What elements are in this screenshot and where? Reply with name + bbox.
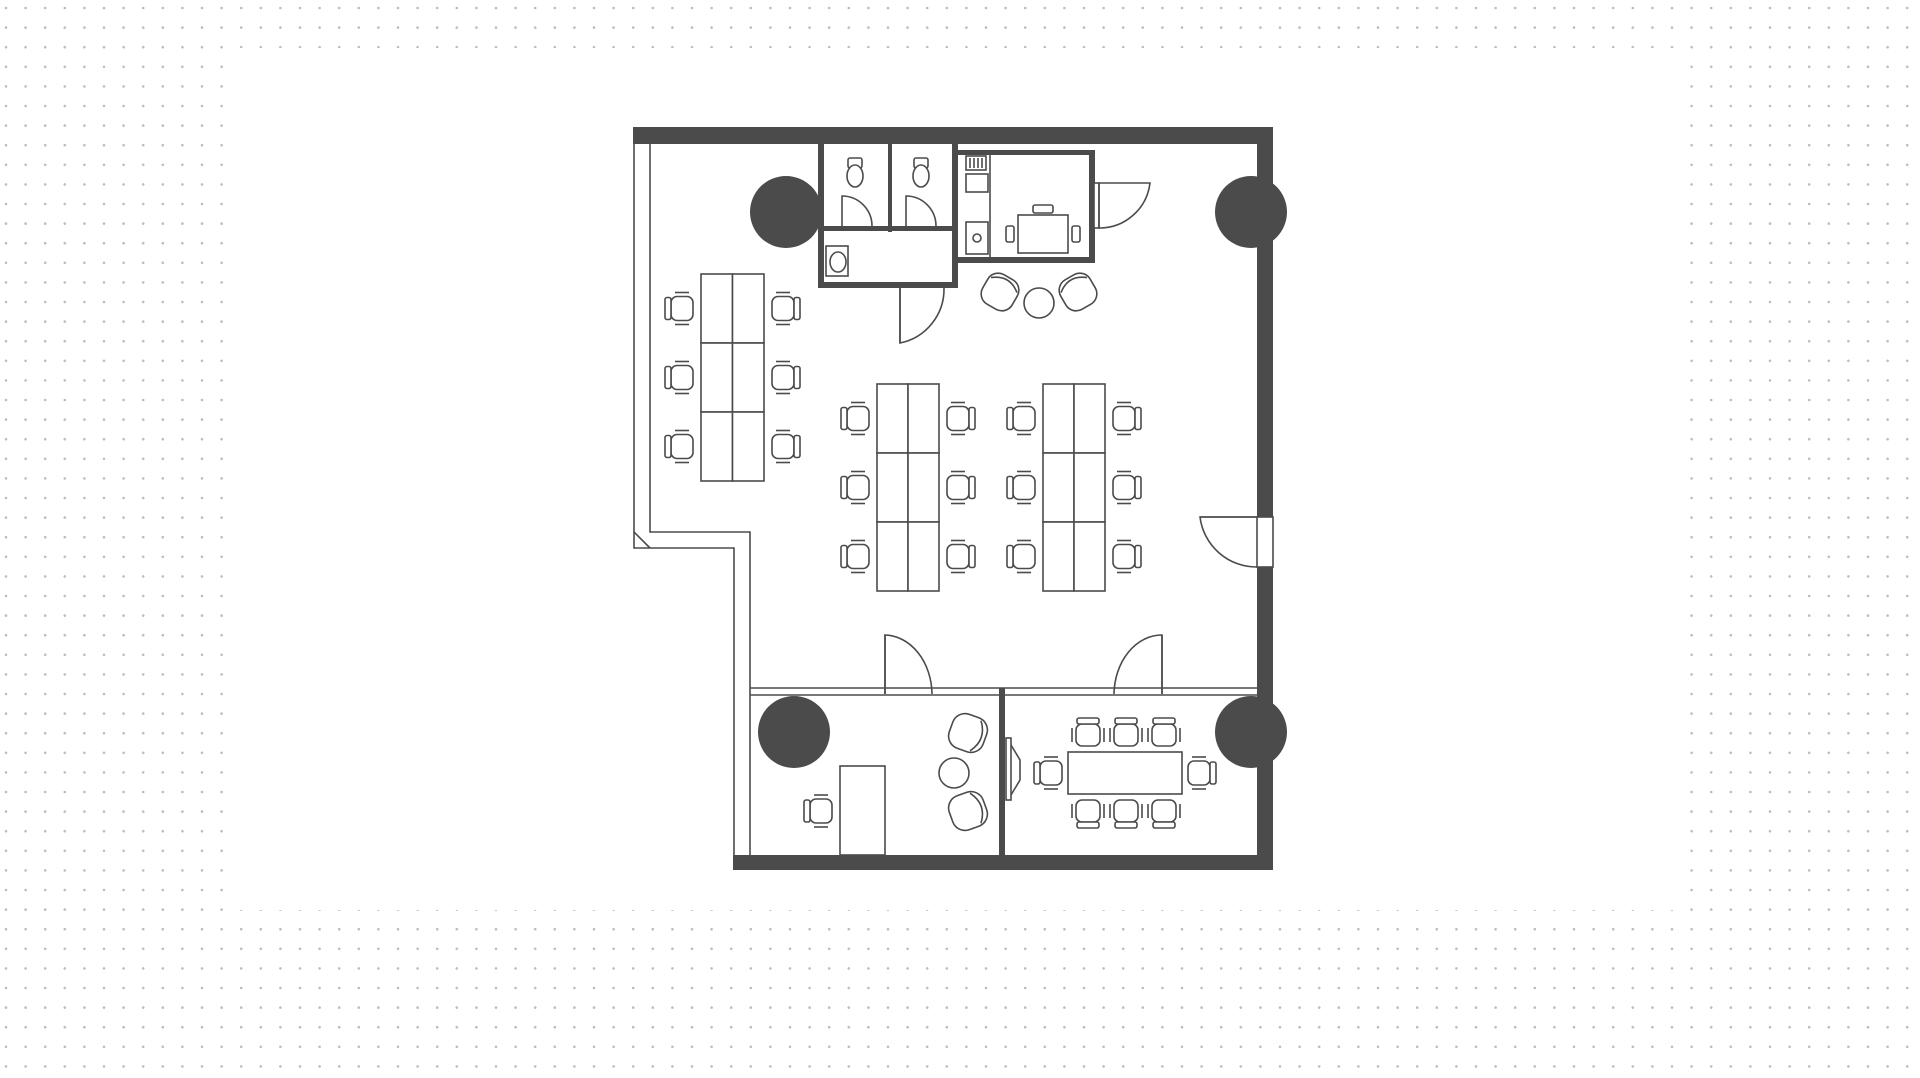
office-chair-icon (840, 470, 870, 505)
conference-table-icon (1067, 751, 1183, 795)
column-icon (1215, 176, 1287, 248)
office-chair-icon (840, 401, 870, 436)
office-chair-icon (1147, 799, 1181, 829)
sink-icon (825, 245, 849, 277)
desk-icon (876, 452, 909, 523)
desk-icon (1073, 521, 1106, 592)
door-swing-icon (841, 195, 873, 227)
desk-icon (1042, 452, 1075, 523)
tv-screen-icon (1005, 737, 1021, 801)
armchair-icon (1058, 272, 1098, 312)
meeting-room (1005, 717, 1217, 829)
desk-bank (1006, 383, 1142, 592)
stove-icon (965, 155, 987, 171)
office-chair-icon (1071, 717, 1105, 747)
office-chair-icon (1006, 539, 1036, 574)
door-swing-icon (884, 634, 933, 695)
open-office-workstations (664, 273, 1142, 592)
desk-icon (1042, 383, 1075, 454)
desk-icon (700, 273, 734, 344)
office-chair-icon (771, 429, 801, 464)
toilet-icon (912, 157, 930, 188)
office-chair-icon (1006, 470, 1036, 505)
office-chair-icon (946, 539, 976, 574)
desk-icon (700, 411, 734, 482)
office-chair-icon (946, 470, 976, 505)
restrooms (825, 157, 945, 344)
desk-icon (731, 411, 765, 482)
lounge-seating (980, 272, 1098, 319)
column-icon (750, 176, 822, 248)
office-chair-icon (664, 291, 694, 326)
desk-icon (839, 765, 886, 856)
door-swing-icon (1199, 516, 1258, 568)
armchair-icon (980, 272, 1020, 312)
desk-icon (876, 383, 909, 454)
office-chair-icon (1071, 799, 1105, 829)
office-chair-icon (1109, 799, 1143, 829)
office-chair-icon (1006, 401, 1036, 436)
office-chair-icon (1033, 756, 1063, 790)
office-chair-icon (1112, 539, 1142, 574)
side-table-icon (938, 757, 970, 789)
office-chair-icon (1147, 717, 1181, 747)
desk-icon (876, 521, 909, 592)
office-chair-icon (771, 291, 801, 326)
kitchenette (965, 155, 1151, 257)
desk-icon (907, 521, 940, 592)
door-swing-icon (905, 195, 937, 227)
column-icon (758, 696, 830, 768)
armchair-icon (947, 712, 989, 754)
desk-icon (907, 383, 940, 454)
desk-icon (731, 273, 765, 344)
table-icon (1017, 214, 1069, 254)
office-chair-icon (1109, 717, 1143, 747)
desk-icon (907, 452, 940, 523)
desk-icon (731, 342, 765, 413)
office-chair-icon (946, 401, 976, 436)
office-chair-icon (1187, 756, 1217, 790)
column-icon (1215, 696, 1287, 768)
office-chair-icon (840, 539, 870, 574)
desk-icon (1042, 521, 1075, 592)
office-chair-icon (1112, 470, 1142, 505)
side-table-icon (1023, 287, 1055, 319)
desk-icon (700, 342, 734, 413)
armchair-icon (947, 790, 989, 832)
office-chair-icon (803, 794, 833, 828)
toilet-icon (846, 157, 864, 188)
desk-icon (1073, 452, 1106, 523)
office-chair-icon (664, 360, 694, 395)
private-office (803, 712, 989, 856)
office-chair-icon (664, 429, 694, 464)
desk-bank (664, 273, 801, 482)
door-swing-icon (1113, 634, 1163, 695)
door-swing-icon (899, 287, 945, 344)
desk-bank (840, 383, 976, 592)
structural-columns (750, 176, 1287, 768)
desk-icon (1073, 383, 1106, 454)
office-chair-icon (771, 360, 801, 395)
office-chair-icon (1112, 401, 1142, 436)
door-swing-icon (1098, 182, 1151, 229)
